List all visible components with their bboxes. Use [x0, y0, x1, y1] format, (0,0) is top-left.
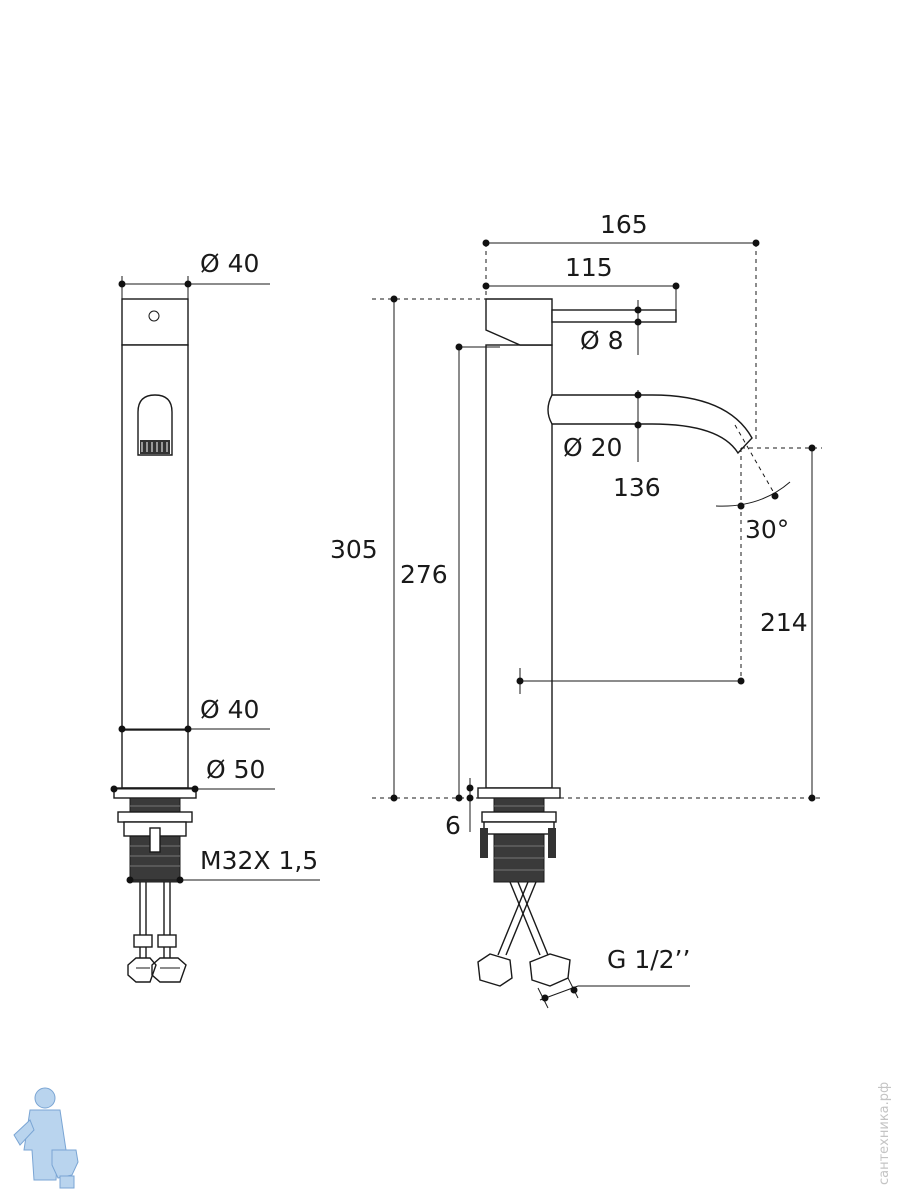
label-connection: G 1/2’’	[607, 945, 690, 974]
label-front-base-diameter: Ø 50	[206, 755, 265, 784]
label-angle: 30°	[745, 515, 789, 544]
side-base-plate	[477, 787, 561, 799]
label-spout-clearance: 214	[760, 608, 808, 637]
watermark-text: сантехника.рф	[877, 1082, 892, 1185]
front-spout-opening	[137, 394, 173, 456]
side-stud-left	[480, 828, 488, 858]
label-thread: M32X 1,5	[200, 846, 318, 875]
angle-arc	[715, 481, 791, 507]
front-lower-body	[121, 729, 189, 789]
label-handle-length: 115	[565, 253, 613, 282]
side-view: 165 115 Ø 8 Ø 20 136 30° 305 276	[330, 210, 822, 1009]
front-body	[121, 344, 189, 731]
label-base-thickness: 6	[445, 811, 461, 840]
label-handle-diameter: Ø 8	[580, 326, 624, 355]
front-mount-bracket	[117, 811, 193, 823]
side-hose-nut-left	[477, 953, 513, 987]
label-spout-height: 136	[613, 473, 661, 502]
label-front-top-diameter: Ø 40	[200, 249, 259, 278]
side-hose-nut-right	[529, 953, 571, 987]
side-lever	[551, 309, 677, 323]
front-hose-nut-right	[151, 957, 187, 983]
side-threaded-shank	[493, 797, 545, 883]
front-hose-nut-left	[127, 957, 157, 983]
side-hose-a	[509, 881, 549, 956]
side-handle-head	[485, 298, 553, 346]
side-hose-b	[497, 881, 537, 956]
side-mount-bracket	[481, 811, 557, 823]
side-body	[485, 344, 553, 789]
aerator	[140, 440, 170, 454]
side-stud-right	[548, 828, 556, 858]
label-body-height: 276	[400, 560, 448, 589]
front-view: Ø 40 Ø 40 Ø 50 M32X 1,5	[110, 249, 320, 983]
front-cap-hole	[148, 310, 160, 322]
label-spout-diameter: Ø 20	[563, 433, 622, 462]
side-spout	[547, 394, 753, 455]
label-front-bottom-diameter: Ø 40	[200, 695, 259, 724]
label-total-reach: 165	[600, 210, 648, 239]
front-handle-cap	[121, 298, 189, 346]
label-total-height: 305	[330, 535, 378, 564]
brand-logo	[13, 1087, 79, 1189]
